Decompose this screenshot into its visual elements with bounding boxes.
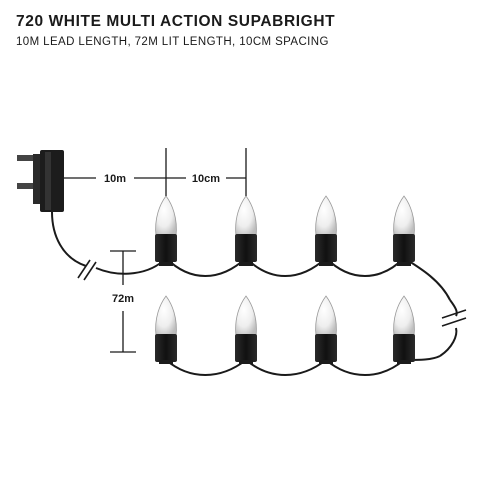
led-bulb-icon [315, 295, 337, 364]
led-bulb-icon [155, 195, 177, 266]
led-bulb-icon [315, 195, 337, 266]
lit-length-dimension: 72m [110, 250, 136, 353]
led-bulb-icon [393, 195, 415, 266]
lead-length-dimension: 10m [64, 173, 166, 185]
top-row-wire [95, 256, 451, 301]
lead-cable [51, 211, 87, 267]
cable-break-icon [77, 259, 97, 281]
product-specs: 10M LEAD LENGTH, 72M LIT LENGTH, 10CM SP… [16, 36, 329, 48]
uk-plug-adapter-icon [17, 150, 64, 212]
spacing-label: 10cm [192, 173, 220, 185]
spacing-dimension: 10cm [165, 148, 247, 196]
product-title: 720 WHITE MULTI ACTION SUPABRIGHT [16, 13, 336, 30]
led-bulb-icon [393, 295, 415, 364]
cable-break-icon [439, 299, 467, 357]
led-bulb-icon [155, 295, 177, 364]
lit-length-label: 72m [112, 293, 134, 305]
led-bulb-icon [235, 295, 257, 364]
led-bulb-icon [235, 195, 257, 266]
lead-length-label: 10m [104, 173, 126, 185]
